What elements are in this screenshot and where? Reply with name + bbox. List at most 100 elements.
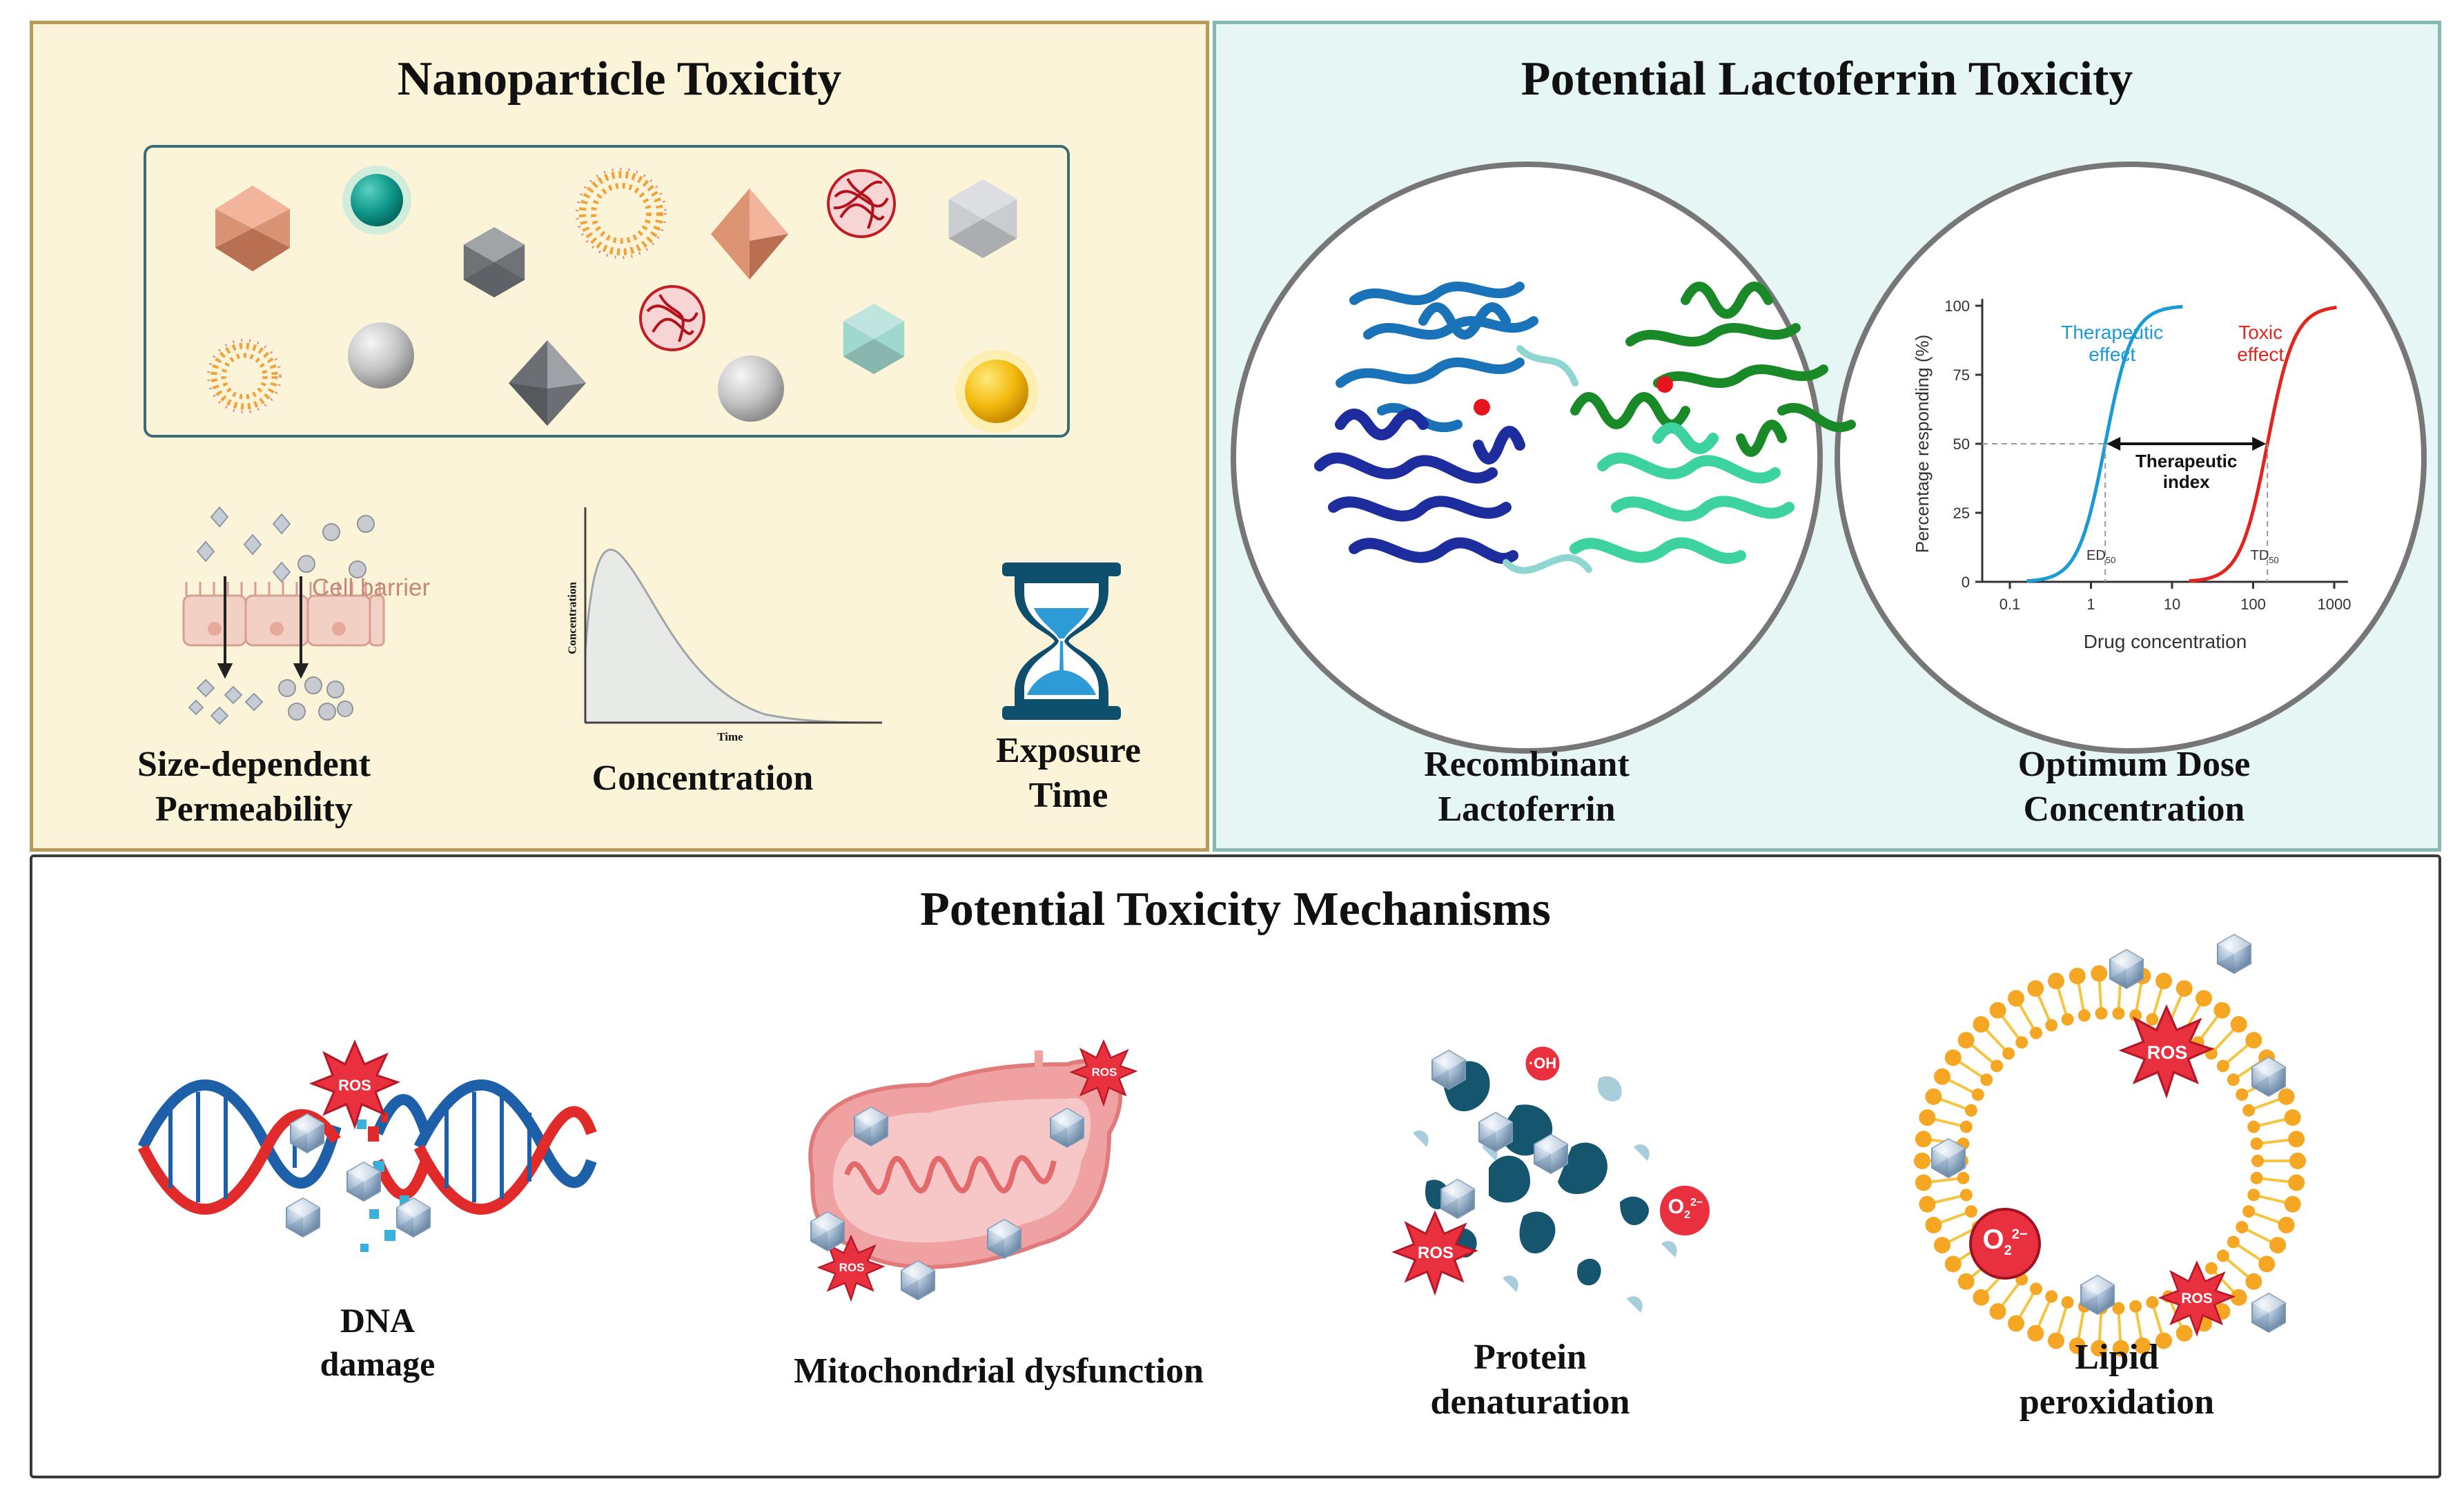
lipid-tail [1952, 1212, 1967, 1220]
therapeutic-index-line2: index [2163, 471, 2210, 492]
toxic-label-line1: Toxic [2238, 322, 2282, 343]
copper-octahedron-icon [711, 188, 788, 280]
lipid-head-outer [2288, 1131, 2305, 1148]
lipid-head-outer [2278, 1217, 2295, 1234]
hydroxyl-label: ·OH [1528, 1055, 1557, 1072]
lipid-tail [1944, 1177, 1958, 1182]
denatured-proteins-icon [1425, 1061, 1649, 1286]
lipid-head-inner [2204, 1262, 2218, 1275]
lipid-head-inner [2015, 1036, 2028, 1049]
lipid-tail [2135, 1311, 2140, 1326]
nanoparticle-icon [286, 1197, 320, 1237]
recombinant-line2: Lactoferrin [1438, 790, 1616, 829]
nanoparticle-collection [144, 145, 1121, 725]
td50-sub: 50 [2269, 555, 2278, 565]
lipid-head-outer [2269, 1237, 2287, 1254]
lipid-tail [2098, 1313, 2103, 1328]
lipid-head-outer [2278, 1088, 2295, 1105]
lipid-head-inner [2250, 1137, 2263, 1151]
teal-particle-icon [342, 166, 411, 235]
lipid-head-outer [2008, 1315, 2024, 1332]
lipid-head-outer [2027, 980, 2044, 997]
lipid-head-inner [2061, 1012, 2074, 1026]
lipid-tail [1994, 1038, 2006, 1050]
polymer-particle-icon-2 [639, 285, 705, 351]
lipid-head-inner [2095, 1007, 2108, 1020]
lipid-head-outer [1919, 1109, 1936, 1126]
lipid-tail [2008, 1026, 2020, 1039]
ros-label: ROS [2147, 1042, 2188, 1063]
chart-y-tick-label: 25 [1953, 505, 1970, 522]
lipid-head-outer [2134, 1337, 2151, 1354]
lipid-line1: Lipid [2075, 1338, 2159, 1377]
toxicity-mechanisms-panel: Potential Toxicity Mechanisms [30, 854, 2441, 1478]
lipid-head-inner [2242, 1104, 2256, 1117]
toxic-label-line2: effect [2237, 344, 2284, 365]
dose-line1: Optimum Dose [2017, 745, 2251, 784]
lactoferrin-panel-title: Potential Lactoferrin Toxicity [1521, 52, 2133, 106]
protein-denaturation-label: Protein denaturation [1378, 1335, 1682, 1425]
lipid-tail [1947, 1195, 1962, 1201]
lipid-tail [2258, 1195, 2273, 1201]
lipid-head-outer [1944, 1049, 1962, 1066]
size-permeability-label: Size-dependent Permeability [95, 742, 413, 832]
exposure-line2: Time [1028, 776, 1108, 815]
lipid-tail [2226, 1258, 2239, 1270]
ed50-sub: 50 [2106, 555, 2115, 565]
lipid-head-inner [1959, 1188, 1973, 1202]
graph-xlabel: Time [717, 730, 743, 743]
lipid-tail [2253, 1212, 2268, 1220]
lipid-head-outer [2230, 1289, 2247, 1306]
lipid-head-inner [2077, 1009, 2091, 1022]
superoxide-sub: 2 [1684, 1209, 1690, 1221]
lipid-tail [2135, 996, 2140, 1010]
lipid-head-inner [2112, 1302, 2125, 1315]
lipid-head-outer [2245, 1032, 2262, 1049]
lipid-tail [2042, 1301, 2051, 1315]
lipid-head-inner [1959, 1120, 1973, 1133]
lipid-tail [1947, 1121, 1962, 1127]
lipid-head-outer [2230, 1016, 2247, 1033]
toxic-curve [2189, 305, 2337, 583]
concentration-label: Concentration [591, 759, 814, 798]
lipid-head-outer [1915, 1174, 1932, 1191]
mitochondrial-dysfunction-label: Mitochondrial dysfunction [794, 1351, 1204, 1391]
lipid-head-outer [2284, 1109, 2301, 1126]
superoxide-sup: 2− [2011, 1226, 2028, 1242]
superoxide-sup: 2− [1690, 1197, 1703, 1209]
lipid-head-outer [1957, 1273, 1975, 1290]
lipid-tail [2213, 1038, 2226, 1050]
superoxide-label: O22− [1973, 1224, 2037, 1259]
lipid-tail [2025, 1015, 2035, 1029]
nanoparticle-box [144, 145, 1070, 438]
lipid-head-outer [2289, 1153, 2306, 1169]
lipid-tail [2237, 1068, 2251, 1078]
dna-line1: DNA [340, 1301, 415, 1340]
lipid-head-inner [2061, 1296, 2074, 1309]
lipid-head-outer [2245, 1273, 2262, 1290]
optimum-dose-label: Optimum Dose Concentration [1934, 742, 2334, 832]
nanoparticle-icon [2217, 934, 2251, 974]
lipid-head-inner [2146, 1296, 2159, 1309]
lipid-head-outer [2027, 1324, 2044, 1342]
lipid-head-inner [2216, 1059, 2229, 1073]
exposure-time-label: Exposure Time [930, 728, 1206, 818]
lipid-tail [2025, 1293, 2035, 1307]
lipid-head-outer [2069, 1337, 2086, 1354]
chart-y-tick-label: 100 [1944, 297, 1970, 315]
superoxide-label: O22− [1661, 1195, 1710, 1222]
lipid-head-inner [2250, 1171, 2263, 1184]
nanoparticle-toxicity-panel: Nanoparticle Toxicity [30, 21, 1209, 852]
silver-sphere-icon-2 [718, 355, 784, 422]
lipid-head-outer [1919, 1195, 1936, 1213]
lipid-tail [2200, 1026, 2211, 1039]
lipid-head-outer [2091, 1340, 2108, 1357]
chart-x-tick-label: 1 [2086, 596, 2095, 613]
lipid-head-inner [2251, 1155, 2264, 1167]
lipid-head-outer [2155, 972, 2173, 990]
lipid-head-outer [1915, 1131, 1932, 1148]
silver-sphere-icon [348, 322, 414, 389]
chart-y-axis-label: Percentage responding (%) [1912, 335, 1933, 554]
hydroxyl-radical-icon [1523, 1044, 1562, 1083]
